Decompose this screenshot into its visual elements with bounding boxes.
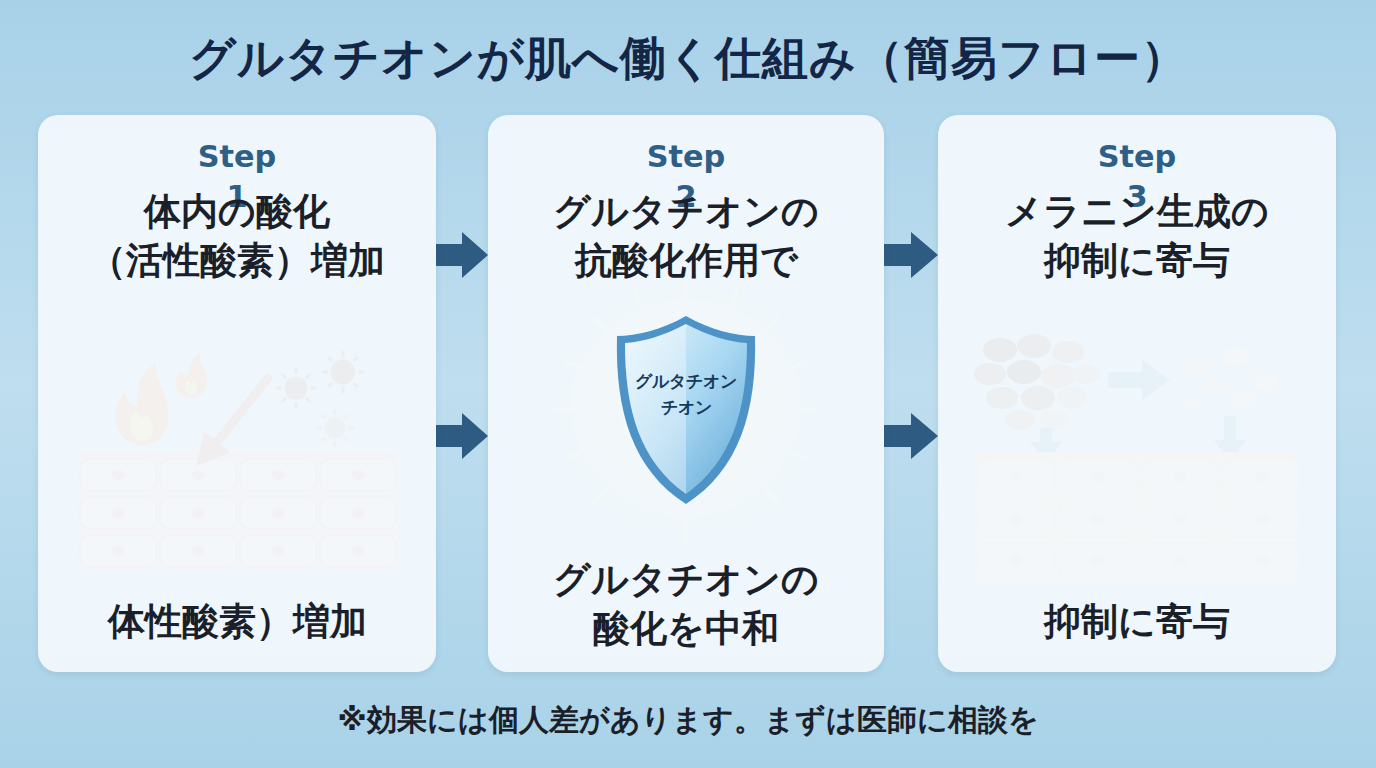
flow-arrow xyxy=(436,232,488,278)
step-text: 抑制に寄与 xyxy=(944,597,1330,646)
shield: グルタチオン チオン xyxy=(611,312,761,508)
step-text: メラニン生成の 抑制に寄与 xyxy=(944,187,1330,285)
step-text: グルタチオンの 酸化を中和 xyxy=(494,555,878,653)
title: グルタチオンが肌へ働く仕組み（簡易フロー） xyxy=(0,28,1376,90)
flow-arrow xyxy=(436,413,488,459)
step-panel: Step 1体内の酸化 （活性酸素）増加体性酸素）増加 xyxy=(38,115,436,672)
shield-text: グルタチオン チオン xyxy=(611,369,761,420)
flow-arrow xyxy=(884,232,938,278)
step-panel: Step 3メラニン生成の 抑制に寄与抑制に寄与 xyxy=(938,115,1336,672)
step-panel: Step 2グルタチオンの 抗酸化作用でグルタチオンの 酸化を中和グルタチオン … xyxy=(488,115,884,672)
caption: ※効果には個人差があります。まずは医師に相談を xyxy=(0,700,1376,741)
step-text: グルタチオンの 抗酸化作用で xyxy=(494,187,878,285)
step-text: 体内の酸化 （活性酸素）増加 xyxy=(44,187,430,285)
step-text: 体性酸素）増加 xyxy=(44,597,430,646)
flow-arrow xyxy=(884,413,938,459)
